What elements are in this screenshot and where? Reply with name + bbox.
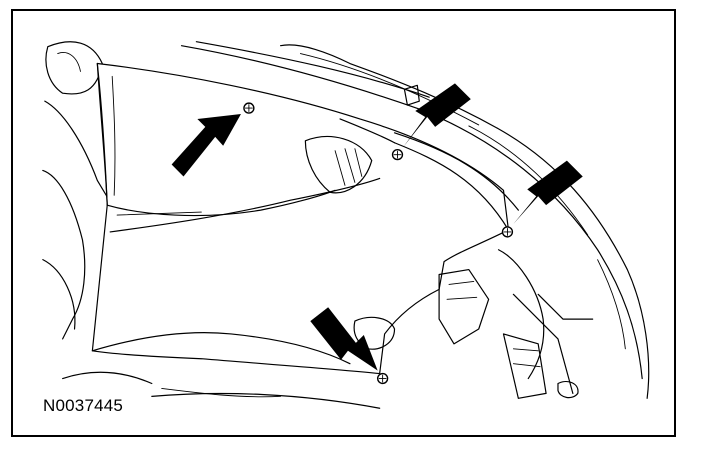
- fasteners: [243, 102, 514, 385]
- trim-panel: [62, 62, 594, 409]
- figure-id-label: N0037445: [43, 395, 124, 417]
- fastener-upper-center: [391, 148, 404, 161]
- fastener-lower: [376, 372, 389, 385]
- arrow-right-fastener: [513, 160, 583, 224]
- fastener-upper-left: [243, 102, 255, 114]
- diagram-frame: N0037445: [11, 9, 676, 437]
- arrow-upper-left-fastener: [171, 114, 241, 177]
- callout-arrows: [171, 83, 583, 371]
- body-outline: [42, 41, 650, 399]
- fastener-right: [501, 226, 514, 238]
- service-illustration: [42, 41, 650, 409]
- arrow-upper-center-fastener: [403, 83, 471, 147]
- arrow-lower-fastener: [310, 307, 378, 371]
